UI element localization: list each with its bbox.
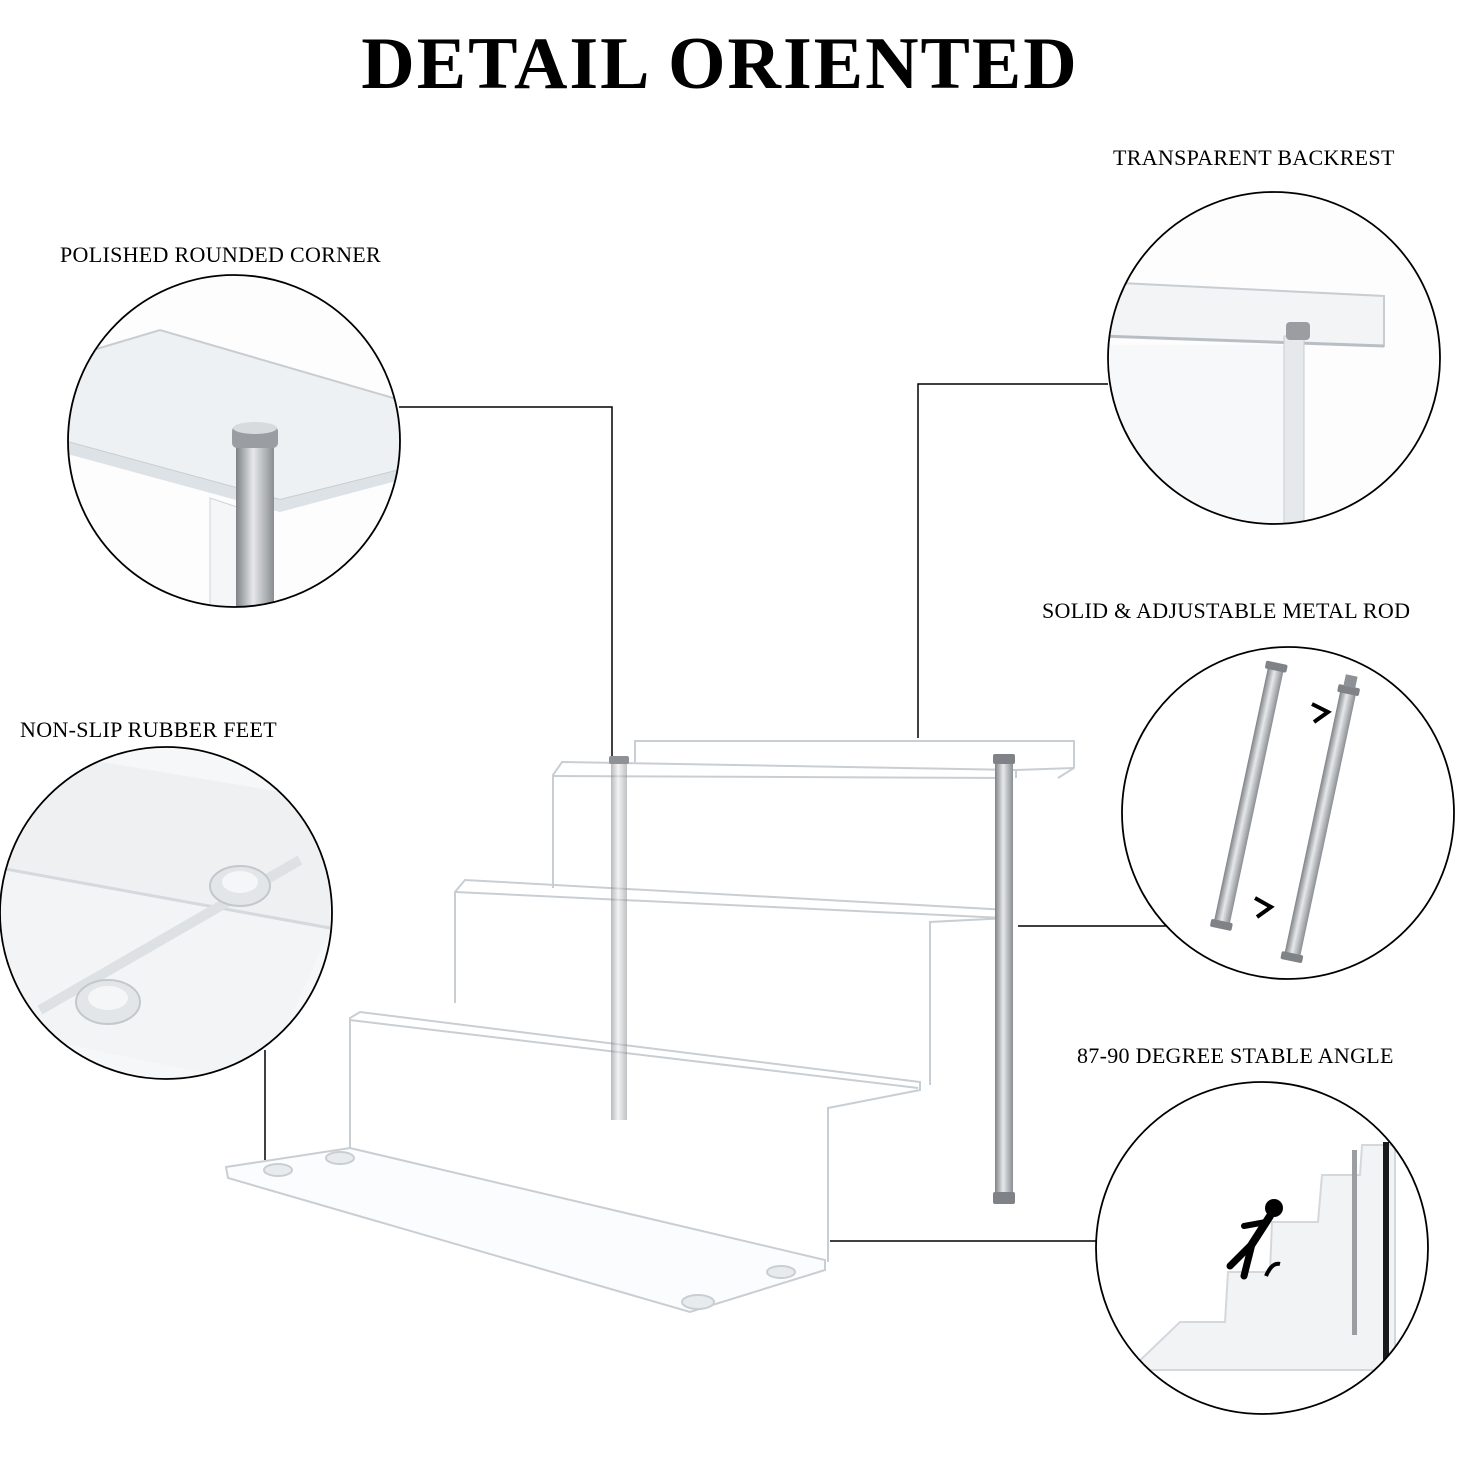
backrest-detail-icon	[1107, 191, 1441, 525]
feature-label-stable-angle: 87-90 DEGREE STABLE ANGLE	[1077, 1043, 1394, 1068]
stable-angle-detail-icon	[1095, 1081, 1429, 1415]
page-title: DETAIL ORIENTED	[361, 23, 1079, 105]
support-rods	[609, 754, 1015, 1204]
stand-base	[224, 1146, 826, 1314]
rounded-corner-detail-icon	[67, 274, 401, 608]
connector-rounded-corner	[399, 406, 613, 758]
rubber-feet-detail-icon	[0, 746, 333, 1080]
acrylic-stair-stand	[224, 740, 1075, 1314]
feature-label-rounded-corner: POLISHED ROUNDED CORNER	[60, 242, 382, 267]
feature-label-backrest: TRANSPARENT BACKREST	[1113, 145, 1395, 170]
connector-backrest	[917, 383, 1108, 738]
feature-label-metal-rod: SOLID & ADJUSTABLE METAL ROD	[1042, 598, 1411, 623]
metal-rod-detail-icon	[1121, 646, 1455, 980]
connector-lines	[264, 383, 1185, 1242]
feature-label-rubber-feet: NON-SLIP RUBBER FEET	[20, 717, 277, 742]
